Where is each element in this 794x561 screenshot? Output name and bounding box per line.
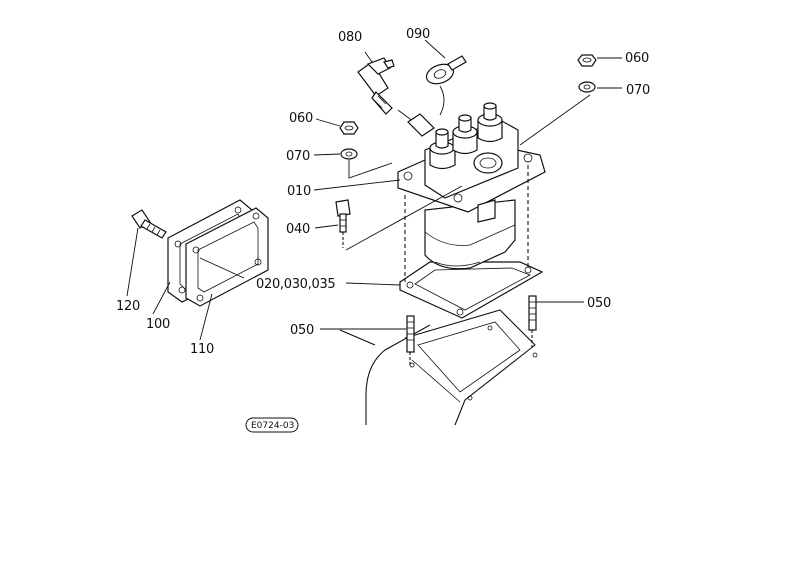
label-070-top: 070 [626,83,650,98]
leader-lines [126,39,622,341]
label-120: 120 [116,299,140,314]
bolt-120 [131,209,167,239]
label-060-top: 060 [625,51,649,66]
stud-left [406,315,415,365]
label-040: 040 [286,222,310,237]
label-050-left: 050 [290,323,314,338]
bolt-040 [335,199,351,248]
label-110: 110 [190,342,214,357]
banjo-fitting [425,55,467,116]
banjo-bolt [357,57,435,137]
label-090: 090 [406,27,430,42]
figure-code: E0724-03 [251,421,294,431]
delivery-valve-3 [477,102,503,143]
label-070-left: 070 [286,149,310,164]
label-080: 080 [338,30,362,45]
nut-left [339,121,359,135]
cover-gasket [185,207,269,307]
figure-code-badge: E0724-03 [245,417,299,433]
delivery-valve-1 [429,128,456,170]
injection-pump [397,102,546,282]
pump-gasket [399,261,544,319]
washer-left [340,148,358,160]
stud-right [528,295,537,350]
label-050-right: 050 [587,296,611,311]
part-labels: 080 090 060 070 060 070 010 040 020,030,… [116,27,650,357]
engine-block [339,309,538,426]
label-100: 100 [146,317,170,332]
label-060-left: 060 [289,111,313,126]
label-020-030-035: 020,030,035 [256,277,335,292]
nut-top [577,54,597,67]
label-010: 010 [287,184,311,199]
delivery-valve-2 [452,114,478,155]
washer-top [578,81,596,93]
